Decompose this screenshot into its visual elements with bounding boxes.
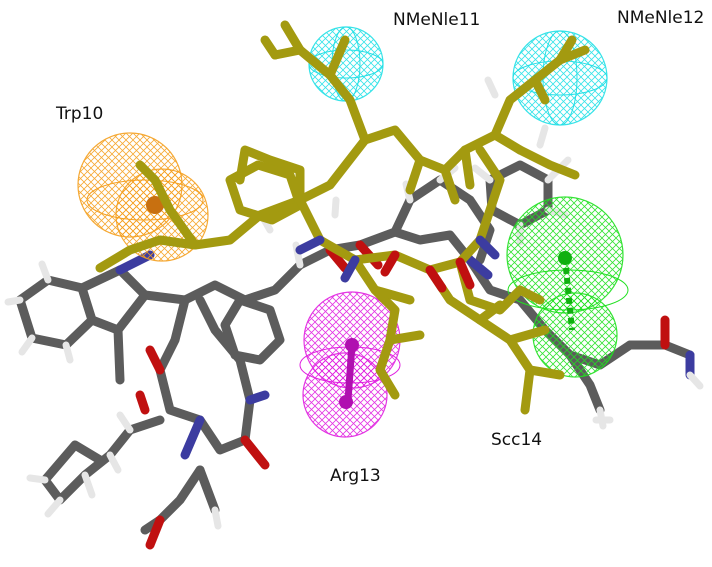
pharmacophore-aromatic-trp10 <box>77 132 209 262</box>
serine-sidechain <box>140 465 205 535</box>
label-nmenle12: NMeNle12 <box>617 8 705 28</box>
ligand-arg-chain <box>350 255 400 400</box>
indole-pyrrole <box>77 265 150 335</box>
ligand-backbone <box>95 125 525 273</box>
label-trp10: Trp10 <box>56 104 104 124</box>
ligand-scc-chain <box>425 265 535 415</box>
ligand-right-chain <box>515 145 580 180</box>
label-nmenle11: NMeNle11 <box>393 10 481 30</box>
label-arg13: Arg13 <box>330 466 381 486</box>
label-scc14: Scc14 <box>491 430 543 450</box>
lower-ring-chain <box>155 295 255 455</box>
ligand-trp-chain <box>135 160 200 250</box>
pharmacophore-positive-arg13 <box>299 291 401 438</box>
pharmacophore-hydrophobic-nmenle12 <box>512 30 608 126</box>
ligand-chain-upper <box>235 145 305 205</box>
leucine-sidechain <box>40 415 165 505</box>
receptor-amide <box>625 340 695 360</box>
ligand-structure <box>95 20 590 415</box>
ligand-center <box>295 145 505 275</box>
receptor-ring-mid <box>220 295 285 365</box>
ligand-heteroatoms <box>295 235 500 293</box>
pharmacophore-acceptor-scc14 <box>506 196 629 378</box>
